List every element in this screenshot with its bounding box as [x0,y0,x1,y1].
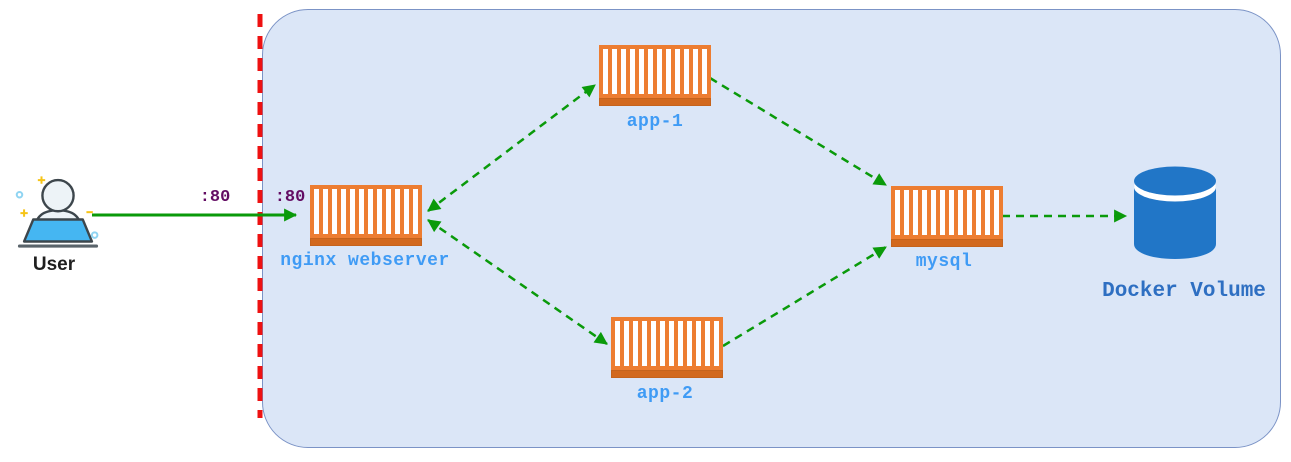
node-app-2 [611,317,723,378]
container-icon [891,186,1003,247]
node-app-2-label: app-2 [636,384,694,404]
database-cylinder-icon [1134,166,1216,259]
user-head [41,178,75,213]
volume-label: Docker Volume [1102,280,1266,303]
node-mysql [891,186,1003,247]
node-app-1 [599,45,711,106]
node-nginx-label: nginx webserver [280,251,450,271]
container-icon [599,45,711,106]
user-icon [15,176,99,248]
laptop-icon [22,218,94,243]
node-nginx [310,185,422,246]
port-label-inside: :80 [274,188,306,207]
node-app-1-label: app-1 [626,112,684,132]
sparkles [15,176,99,239]
container-icon [310,185,422,246]
user-label: User [32,254,76,275]
container-icon [611,317,723,378]
node-mysql-label: mysql [915,252,973,272]
port-label-outside: :80 [199,188,231,207]
